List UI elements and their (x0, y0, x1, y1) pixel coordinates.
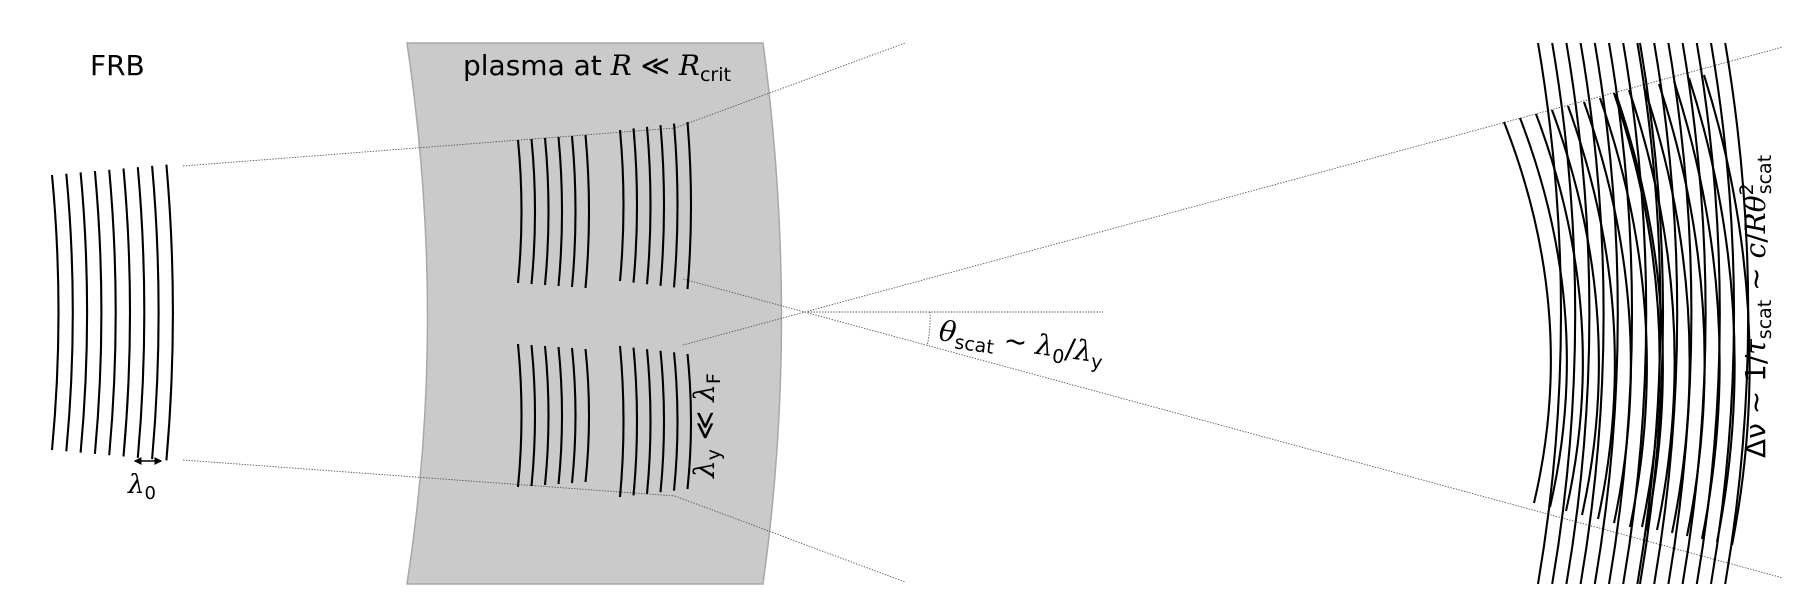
ray-cross-lower-to-far (682, 46, 1784, 346)
plasma-wavefront (618, 345, 625, 498)
frb-wavefront (151, 165, 160, 460)
far-wavefront (1536, 42, 1563, 585)
far-wavefront (1551, 42, 1577, 585)
far-wavefront (1607, 42, 1634, 585)
far-wavefront (1583, 101, 1632, 524)
frb-wavefront (165, 164, 174, 461)
frb-wavefront (93, 171, 103, 454)
far-wavefront (1667, 42, 1693, 585)
frb-label: FRB (90, 49, 145, 82)
far-wavefront (1503, 121, 1552, 504)
far-wavefront (1702, 74, 1751, 546)
ray-source-bottom (182, 459, 676, 497)
far-wavefront (1709, 42, 1736, 585)
lambda0-label: λ0 (127, 470, 156, 504)
far-wavefront (1593, 42, 1619, 585)
far-wavefront (1687, 77, 1736, 543)
plasma-wavefront (570, 347, 577, 484)
frb-wavefront (65, 173, 74, 452)
plasma-wavefront (632, 128, 639, 283)
far-wavefront (1551, 109, 1600, 516)
scatter-angle-label: θscat ~ λ0/λy (936, 314, 1105, 374)
far-wavefront (1613, 92, 1661, 528)
plasma-screen (406, 42, 783, 585)
plasma-label: plasma at R ≪ Rcrit (463, 49, 731, 86)
plasma-wavefront (659, 125, 666, 286)
plasma-wavefront (543, 345, 550, 486)
ray-lower-diverge (674, 495, 906, 583)
plasma-wavefront (516, 343, 523, 488)
plasma-wavefront (584, 134, 591, 289)
ray-source-top (182, 127, 676, 167)
plasma-wavefront (570, 135, 577, 288)
frb-wavefront (108, 169, 117, 456)
plasma-wavefront (686, 121, 693, 290)
plasma-wavefront (557, 346, 564, 485)
far-wavefront (1535, 113, 1584, 512)
far-wavefront (1658, 83, 1706, 537)
plasma-wavefront (584, 348, 591, 483)
plasma-wavefront (645, 349, 652, 494)
bandwidth-label: Δν ~ 1/τscat ~ c/Rθ2scat (1736, 155, 1776, 458)
plasma-wavefront (632, 347, 639, 496)
far-wavefront (1724, 42, 1750, 585)
wavefront-groups (50, 42, 1751, 585)
plasma-wavefront (672, 123, 679, 288)
far-wavefront (1615, 93, 1664, 532)
far-wavefront (1653, 42, 1679, 585)
frb-wavefront (136, 167, 146, 458)
far-wavefront (1567, 105, 1616, 520)
plasma-wavefront (645, 126, 652, 285)
far-wavefront (1681, 42, 1707, 585)
plasma-wavefront (543, 137, 550, 286)
ray-cross-upper-to-far (682, 278, 1784, 579)
plasma-wavefront (618, 129, 625, 282)
plasma-wavefront (516, 139, 523, 284)
far-wavefront (1673, 80, 1721, 540)
plasma-wavefront (530, 344, 537, 487)
ray-lines (182, 42, 1784, 583)
far-wavefront (1628, 89, 1676, 531)
frb-wavefront (79, 172, 89, 453)
far-wavefront (1643, 86, 1691, 534)
plasma-wavefront (530, 138, 537, 285)
far-wavefront (1579, 42, 1605, 585)
plasma-wavefront (557, 136, 564, 287)
frb-wavefront (122, 168, 132, 457)
plasma-wavefront (686, 353, 693, 490)
far-wavefront (1565, 42, 1591, 585)
plasma-wavefront (659, 350, 666, 493)
far-wavefront (1599, 97, 1648, 528)
scatter-angle-arc (926, 311, 931, 347)
lambday-label: λy ≪ λF (688, 373, 725, 479)
frb-wavefront (50, 174, 60, 451)
far-wavefront (1519, 117, 1568, 508)
plasma-wavefront (672, 352, 679, 491)
